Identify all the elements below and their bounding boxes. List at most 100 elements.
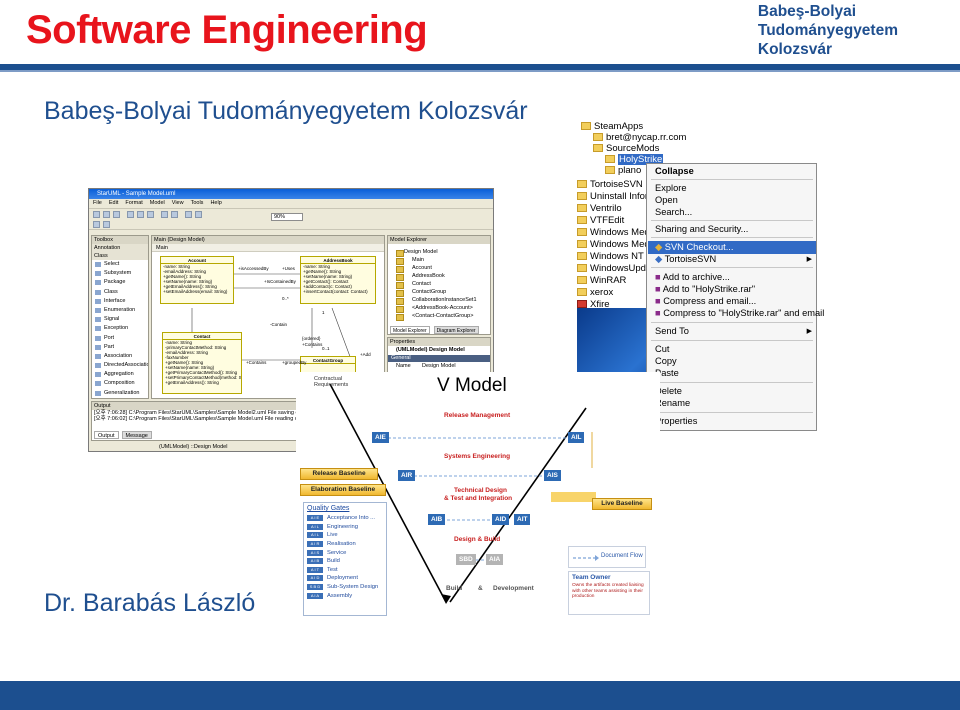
gate-aid[interactable]: AID: [492, 514, 510, 525]
find-icon[interactable]: [185, 211, 192, 218]
tree-item[interactable]: TortoiseSVN: [577, 179, 643, 190]
toolbox-item[interactable]: Enumeration: [92, 306, 148, 315]
toolbox-item[interactable]: Generalization: [92, 389, 148, 398]
menu-send-to[interactable]: Send To: [655, 326, 689, 336]
menu-copy[interactable]: Copy: [655, 356, 677, 366]
gate-aib[interactable]: AIB: [428, 514, 446, 525]
menu-view[interactable]: View: [171, 200, 184, 206]
gate-aia[interactable]: AIA: [486, 554, 504, 565]
model-explorer-item[interactable]: <AddressBook-Account>: [388, 304, 490, 313]
menu-compress-rar-email[interactable]: ■ Compress to "HolyStrike.rar" and email: [655, 308, 825, 318]
gate-ail[interactable]: AIL: [568, 432, 585, 443]
diagram-tab[interactable]: Main (Design Model): [152, 236, 384, 244]
menu-model[interactable]: Model: [149, 200, 165, 206]
model-explorer-item[interactable]: ContactGroup: [388, 288, 490, 297]
toolbox-item[interactable]: Association: [92, 352, 148, 361]
menu-tools[interactable]: Tools: [190, 200, 204, 206]
menu-collapse[interactable]: Collapse: [655, 166, 694, 176]
menu-help[interactable]: Help: [210, 200, 222, 206]
tree-item-selected[interactable]: HolyStrike: [605, 154, 664, 165]
model-explorer-item[interactable]: Design Model: [388, 248, 490, 257]
tree-item[interactable]: VTFEdit: [577, 215, 624, 226]
align-icon[interactable]: [103, 221, 110, 228]
toolbox-class[interactable]: Class: [92, 252, 148, 260]
menu-compress-email[interactable]: ■ Compress and email...: [655, 296, 757, 306]
menu-open[interactable]: Open: [655, 195, 678, 205]
menu-add-rar[interactable]: ■ Add to "HolyStrike.rar": [655, 284, 756, 294]
gate-air[interactable]: AIR: [398, 470, 416, 481]
model-explorer-item[interactable]: CollaborationInstanceSet1: [388, 296, 490, 305]
tab-output[interactable]: Output: [94, 431, 119, 439]
zoom-select[interactable]: 90%: [271, 213, 303, 221]
tree-item[interactable]: Windows Medi: [577, 239, 652, 250]
toolbox-item[interactable]: Class: [92, 288, 148, 297]
tree-item[interactable]: Windows NT: [577, 251, 644, 262]
class-account[interactable]: Account -name: String -emailAddress: Str…: [160, 256, 234, 304]
menu-paste[interactable]: Paste: [655, 368, 679, 378]
toolbox-item[interactable]: Select: [92, 260, 148, 269]
tree-item[interactable]: bret@nycap.rr.com: [593, 132, 686, 143]
menu-format[interactable]: Format: [125, 200, 143, 206]
format-icon[interactable]: [93, 221, 100, 228]
tree-item[interactable]: WindowsUpda: [577, 263, 651, 274]
toolbox-item[interactable]: Subsystem: [92, 269, 148, 278]
class-addressbook[interactable]: AddressBook -name: String +getName(): St…: [300, 256, 376, 304]
tree-item[interactable]: plano: [605, 165, 641, 176]
tree-item[interactable]: Windows Medi: [577, 227, 652, 238]
menu-search[interactable]: Search...: [655, 207, 693, 217]
model-explorer-item[interactable]: Contact: [388, 280, 490, 289]
menu-rename[interactable]: Rename: [655, 398, 691, 408]
menu-sharing[interactable]: Sharing and Security...: [655, 224, 749, 234]
toolbox-item[interactable]: Aggregation: [92, 370, 148, 379]
cut-icon[interactable]: [127, 211, 134, 218]
gate-ait[interactable]: AIT: [514, 514, 531, 525]
tree-item[interactable]: Uninstall Infor: [577, 191, 648, 202]
model-explorer-item[interactable]: <Contact-ContactGroup>: [388, 312, 490, 321]
tree-item[interactable]: xerox: [577, 287, 613, 298]
gate-ais[interactable]: AIS: [544, 470, 561, 481]
tree-item[interactable]: Xfire: [577, 299, 610, 310]
tree-item[interactable]: WinRAR: [577, 275, 626, 286]
new-icon[interactable]: [93, 211, 100, 218]
toolbox-item[interactable]: Part: [92, 343, 148, 352]
toolbox-annotation[interactable]: Annotation: [92, 244, 148, 252]
tree-item[interactable]: Ventrilo: [577, 203, 622, 214]
model-explorer-item[interactable]: AddressBook: [388, 272, 490, 281]
gate-aie[interactable]: AIE: [372, 432, 389, 443]
save-icon[interactable]: [113, 211, 120, 218]
menu-cut[interactable]: Cut: [655, 344, 670, 354]
menu-properties[interactable]: Properties: [655, 416, 698, 426]
diagram-sub-tab[interactable]: Main: [152, 244, 384, 252]
class-contact[interactable]: Contact -name: String -primaryContactMet…: [162, 332, 242, 394]
menu-tortoisesvn[interactable]: ◆ TortoiseSVN: [655, 254, 717, 264]
menu-edit[interactable]: Edit: [108, 200, 119, 206]
paste-icon[interactable]: [147, 211, 154, 218]
redo-icon[interactable]: [171, 211, 178, 218]
toolbox-item[interactable]: Signal: [92, 315, 148, 324]
property-row[interactable]: Name Design Model: [388, 362, 490, 370]
model-explorer-item[interactable]: Main: [388, 256, 490, 265]
menu-svn-checkout[interactable]: ◆ SVN Checkout...: [655, 242, 734, 252]
gate-code: A I T: [307, 566, 323, 573]
model-explorer-item[interactable]: Account: [388, 264, 490, 273]
gate-sbd[interactable]: SBD: [456, 554, 476, 565]
tab-message[interactable]: Message: [121, 431, 152, 439]
tree-item[interactable]: SourceMods: [593, 143, 659, 154]
toolbox-item[interactable]: Package: [92, 278, 148, 287]
menu-add-archive[interactable]: ■ Add to archive...: [655, 272, 730, 282]
open-icon[interactable]: [103, 211, 110, 218]
menu-file[interactable]: File: [93, 200, 102, 206]
print-icon[interactable]: [195, 211, 202, 218]
toolbox-item[interactable]: Composition: [92, 379, 148, 388]
toolbox-item[interactable]: DirectedAssociation: [92, 361, 148, 370]
toolbox-item[interactable]: Interface: [92, 297, 148, 306]
tab-model-explorer[interactable]: Model Explorer: [390, 326, 430, 334]
toolbox-item[interactable]: Exception: [92, 324, 148, 333]
toolbox-item[interactable]: Port: [92, 334, 148, 343]
tab-diagram-explorer[interactable]: Diagram Explorer: [433, 326, 479, 334]
menu-delete[interactable]: Delete: [655, 386, 682, 396]
tree-item[interactable]: SteamApps: [581, 121, 643, 132]
menu-explore[interactable]: Explore: [655, 183, 687, 193]
copy-icon[interactable]: [137, 211, 144, 218]
undo-icon[interactable]: [161, 211, 168, 218]
